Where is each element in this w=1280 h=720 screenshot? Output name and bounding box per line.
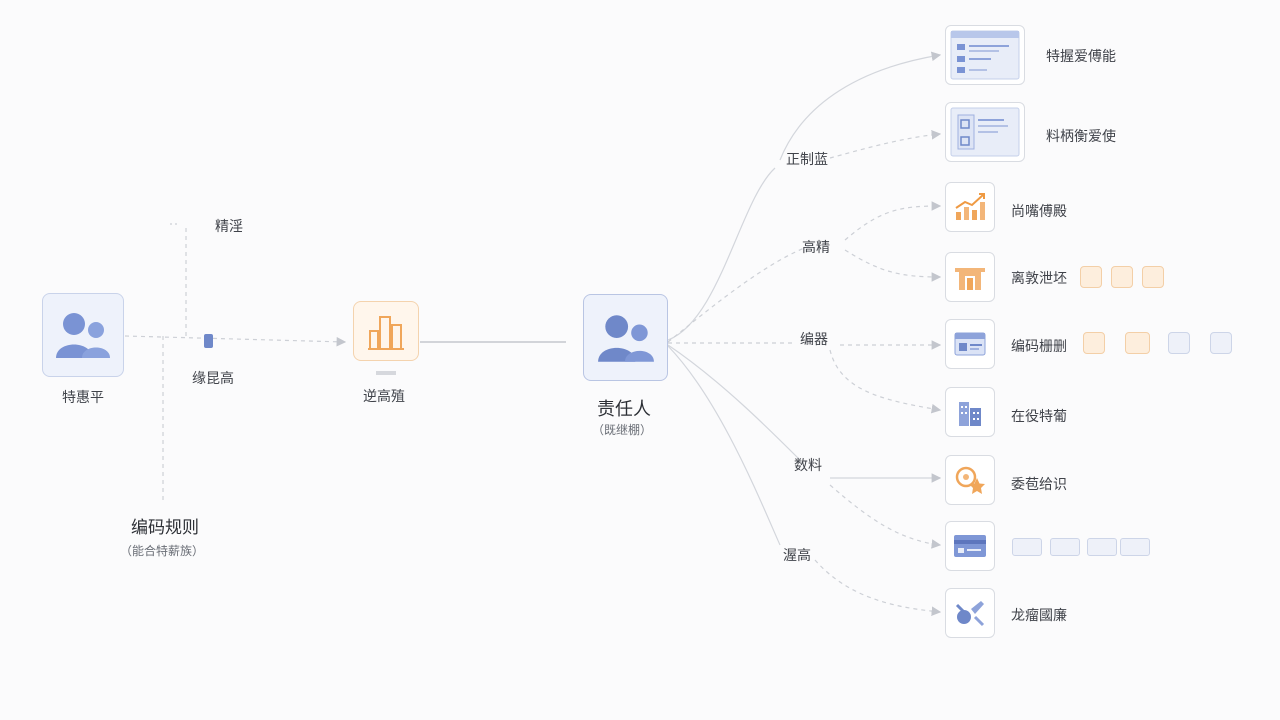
building-orange-icon bbox=[955, 268, 985, 290]
orange-node-label: 逆高殖 bbox=[363, 389, 405, 405]
users-icon bbox=[56, 313, 110, 358]
chart-up-icon bbox=[955, 193, 985, 220]
leaf-8-pill-1[interactable] bbox=[1012, 538, 1042, 556]
form-card-icon bbox=[950, 107, 1020, 157]
leaf-4-chip-2[interactable] bbox=[1111, 266, 1133, 288]
leaf-label-4: 离敦泄坯 bbox=[1011, 271, 1067, 287]
branch-label-4: 数料 bbox=[794, 458, 822, 474]
person-node-left-label: 特惠平 bbox=[62, 390, 104, 406]
leaf-5-chip-1[interactable] bbox=[1083, 332, 1105, 354]
leaf-tile-2[interactable] bbox=[945, 102, 1025, 162]
branch-label-top: 精淫 bbox=[215, 219, 243, 235]
leaf-tile-4[interactable] bbox=[945, 252, 995, 302]
leaf-tile-1[interactable] bbox=[945, 25, 1025, 85]
leaf-label-9: 龙瘤國廉 bbox=[1011, 608, 1067, 624]
users-icon bbox=[597, 314, 654, 362]
branch-label-1: 正制蓝 bbox=[786, 152, 828, 168]
leaf-label-5: 编码栅删 bbox=[1011, 339, 1067, 355]
leaf-4-chip-3[interactable] bbox=[1142, 266, 1164, 288]
leaf-tile-5[interactable] bbox=[945, 319, 995, 369]
leaf-tile-6[interactable] bbox=[945, 387, 995, 437]
branch-label-2: 高精 bbox=[802, 240, 830, 256]
id-card-icon bbox=[954, 332, 986, 356]
leaf-label-1: 特握爱傅能 bbox=[1046, 49, 1116, 65]
branch-label-5: 渥高 bbox=[783, 548, 811, 564]
leaf-5-chip-3[interactable] bbox=[1168, 332, 1190, 354]
orange-node[interactable] bbox=[353, 301, 419, 361]
leaf-8-pill-2[interactable] bbox=[1050, 538, 1080, 556]
branch-label-3: 编器 bbox=[800, 332, 828, 348]
bottom-left-subtitle: （能合特薪族） bbox=[120, 544, 205, 558]
person-node-left[interactable] bbox=[42, 293, 124, 377]
center-title: 责任人 bbox=[597, 399, 651, 420]
connector-handle[interactable] bbox=[204, 334, 213, 348]
badge-star-icon bbox=[955, 466, 985, 494]
leaf-label-2: 料柄衡爱使 bbox=[1046, 129, 1116, 145]
leaf-4-chip-1[interactable] bbox=[1080, 266, 1102, 288]
leaf-5-chip-2[interactable] bbox=[1125, 332, 1150, 354]
leaf-tile-9[interactable] bbox=[945, 588, 995, 638]
leaf-tile-8[interactable] bbox=[945, 521, 995, 571]
buildings-orange-icon bbox=[368, 316, 404, 350]
leaf-tile-7[interactable] bbox=[945, 455, 995, 505]
credit-card-icon bbox=[954, 535, 986, 557]
center-subtitle: （既继棚） bbox=[592, 423, 653, 437]
tools-icon bbox=[955, 601, 985, 627]
leaf-label-3: 尚嘴傅殿 bbox=[1011, 204, 1067, 220]
center-person-node[interactable] bbox=[583, 294, 668, 381]
leaf-label-7: 委苞给识 bbox=[1011, 477, 1067, 493]
leaf-tile-3[interactable] bbox=[945, 182, 995, 232]
leaf-8-pill-3[interactable] bbox=[1087, 538, 1117, 556]
leaf-label-6: 在役特葡 bbox=[1011, 409, 1067, 425]
leaf-5-chip-4[interactable] bbox=[1210, 332, 1232, 354]
leaf-8-pill-4[interactable] bbox=[1120, 538, 1150, 556]
middle-node-label: 缘昆高 bbox=[192, 371, 234, 387]
buildings-icon bbox=[959, 402, 981, 426]
bottom-left-title: 编码规则 bbox=[131, 518, 199, 538]
document-list-icon bbox=[950, 30, 1020, 80]
